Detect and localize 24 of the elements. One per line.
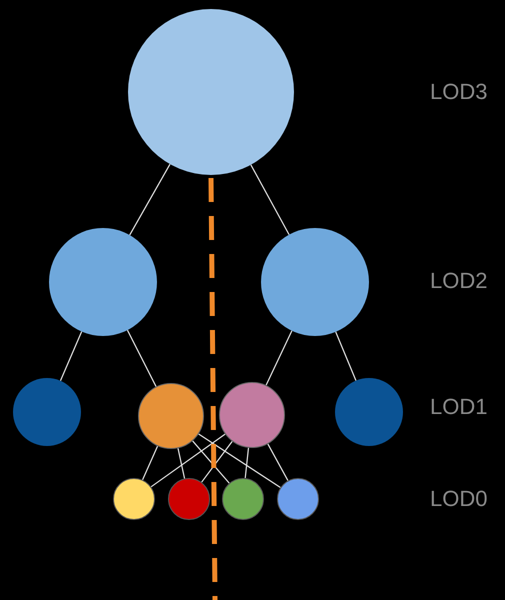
connector-line xyxy=(150,434,226,488)
tree-node-circle xyxy=(168,478,210,520)
tree-node-circle xyxy=(113,478,155,520)
connector-line xyxy=(198,434,281,488)
connector-line xyxy=(244,448,250,478)
connector-line xyxy=(335,332,356,381)
tree-node-circle xyxy=(277,478,319,520)
tree-node-circle xyxy=(138,383,204,449)
level-label: LOD0 xyxy=(430,486,488,512)
connector-line xyxy=(192,440,230,484)
connector-line xyxy=(177,448,186,479)
connector-line xyxy=(126,330,157,387)
connector-line xyxy=(201,441,233,483)
level-label: LOD2 xyxy=(430,268,488,294)
connector-line xyxy=(129,164,170,236)
tree-node-circle xyxy=(219,382,285,448)
tree-node-circle xyxy=(222,478,264,520)
connector-line xyxy=(267,444,288,481)
connector-line xyxy=(142,446,158,480)
level-label: LOD3 xyxy=(430,79,488,105)
connector-line xyxy=(60,331,82,382)
connector-line xyxy=(250,164,290,235)
level-label: LOD1 xyxy=(430,394,488,420)
connector-line xyxy=(266,330,292,386)
